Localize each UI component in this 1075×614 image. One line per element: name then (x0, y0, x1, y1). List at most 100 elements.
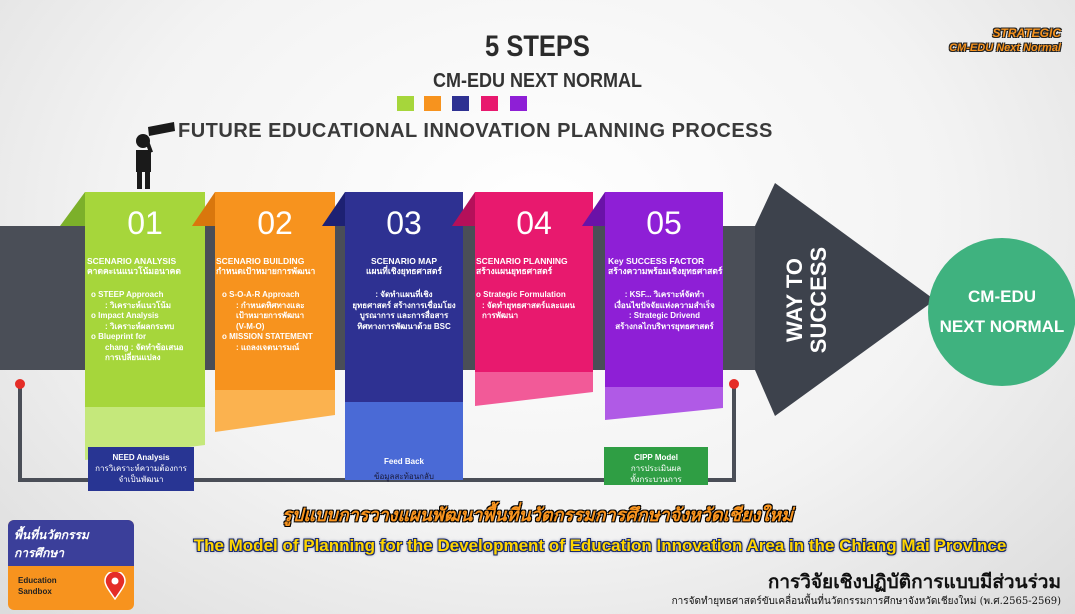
need-title: NEED Analysis (112, 453, 170, 462)
step1-content: SCENARIO ANALYSIS คาดคะเนแนวโน้มอนาคต o … (87, 256, 205, 364)
way-to-text: WAY TO (782, 258, 807, 342)
step4-subtitle: สร้างแผนยุทธศาสตร์ (476, 266, 553, 276)
step2-line: o S-O-A-R Approach (222, 290, 300, 299)
step4-line: o Strategic Formulation (476, 290, 566, 299)
step3-line: : จัดทำแผนที่เชิง (375, 290, 433, 299)
step5-title: Key SUCCESS FACTOR (608, 256, 705, 266)
logo-line3: Education (18, 576, 57, 585)
step2-line: : กำหนดทิศทางและ (236, 300, 305, 310)
step5-panel (605, 192, 723, 387)
step3-tail (345, 402, 463, 480)
step5-line: : Strategic Drivend (628, 311, 701, 320)
cipp-text: CIPP Model การประเมินผล ทั้งกระบวนการ (604, 452, 708, 485)
goal-line1: CM-EDU (968, 287, 1036, 306)
step5-line: เงื่อนไขปัจจัยแห่งความสำเร็จ (614, 300, 715, 310)
research-subtitle: การจัดทำยุทธศาสตร์ขับเคลื่อนพื้นที่นวัตก… (671, 596, 1061, 607)
education-sandbox-logo: พื้นที่นวัตกรรม การศึกษา Education Sandb… (8, 520, 134, 610)
step5-tail (605, 387, 723, 420)
feedback-title: Feed Back (383, 457, 425, 466)
feedback-line2: ข้อมูลสะท้อนกลับ (374, 472, 434, 481)
step4-title: SCENARIO PLANNING (476, 256, 568, 266)
step2-fold (192, 192, 215, 226)
step4-content: SCENARIO PLANNING สร้างแผนยุทธศาสตร์ o S… (476, 256, 593, 322)
step4-number: 04 (516, 205, 552, 241)
way-to-success-label: WAY TO SUCCESS (782, 245, 831, 355)
corner-label-bottom: CM-EDU Next Normal (949, 42, 1061, 54)
step2-line: (V-M-O) (236, 321, 265, 331)
location-pin-icon (104, 572, 126, 600)
step5-line: สร้างกลไกบริหารยุทธศาสตร์ (615, 321, 714, 331)
step5-content: Key SUCCESS FACTOR สร้างความพร้อมเชิงยุท… (606, 256, 723, 332)
step2-line: o MISSION STATEMENT (222, 332, 313, 341)
step1-subtitle: คาดคะเนแนวโน้มอนาคต (87, 266, 181, 276)
loop-dot-left (15, 379, 25, 389)
thai-model-title: รูปแบบการวางแผนพัฒนาพื้นที่นวัตกรรมการศึ… (282, 505, 793, 525)
logo-line2: การศึกษา (14, 546, 64, 560)
step2-line: เป้าหมายการพัฒนา (236, 311, 305, 320)
step1-line: chang : จัดทำข้อเสนอ (105, 342, 184, 352)
step4-line: : จัดทำยุทธศาสตร์และแผน (482, 300, 575, 310)
goal-line2: NEXT NORMAL (939, 317, 1065, 336)
goal-label: CM-EDU NEXT NORMAL (935, 282, 1069, 342)
step2-title: SCENARIO BUILDING (216, 256, 305, 266)
main-title: 5 STEPS (485, 30, 590, 63)
need-line2: การวิเคราะห์ความต้องการ (95, 464, 187, 473)
step2-tail (215, 390, 335, 432)
step1-line: o Impact Analysis (91, 311, 159, 320)
need-line3: จำเป็นพัฒนา (118, 475, 164, 484)
step3-title: SCENARIO MAP (370, 256, 438, 266)
cipp-line3: ทั้งกระบวนการ (630, 475, 682, 484)
loop-dot-right (729, 379, 739, 389)
swatch-purple (510, 96, 527, 111)
research-title: การวิจัยเชิงปฏิบัติการแบบมีส่วนร่วม (767, 571, 1061, 593)
step3-content: SCENARIO MAP แผนที่เชิงยุทธศาสตร์ : จัดท… (346, 256, 462, 332)
step4-panel (475, 192, 593, 372)
process-title: FUTURE EDUCATIONAL INNOVATION PLANNING P… (178, 120, 773, 142)
success-text: SUCCESS (806, 246, 831, 354)
step1-line: o STEEP Approach (91, 290, 164, 299)
step3-panel (345, 192, 463, 402)
cipp-title: CIPP Model (634, 453, 678, 462)
swatch-blue (452, 96, 469, 111)
step2-line: : แถลงเจตนารมณ์ (236, 342, 300, 352)
step1-line: o Blueprint for (91, 332, 147, 341)
step2-content: SCENARIO BUILDING กำหนดเป้าหมายการพัฒนา … (216, 256, 334, 353)
step3-subtitle: แผนที่เชิงยุทธศาสตร์ (366, 266, 442, 276)
step2-number: 02 (257, 205, 293, 241)
step1-line: : วิเคราะห์ผลกระทบ (105, 321, 175, 331)
step5-fold (582, 192, 605, 226)
feedback-text: Feed Back ข้อมูลสะท้อนกลับ (345, 456, 463, 482)
step1-number: 01 (127, 205, 163, 241)
logo-line4: Sandbox (18, 587, 52, 596)
step3-line: ยุทธศาสตร์ สร้างการเชื่อมโยง (352, 300, 456, 310)
way-arrow (755, 183, 935, 416)
need-analysis-text: NEED Analysis การวิเคราะห์ความต้องการ จำ… (88, 452, 194, 485)
swatch-pink (481, 96, 498, 111)
step1-tail (85, 407, 205, 460)
step3-line: ทิศทางการพัฒนาด้วย BSC (357, 321, 451, 331)
step5-line: : KSF... วิเคราะห์จัดทำ (624, 290, 705, 299)
businessman-telescope-icon (136, 122, 175, 189)
step3-fold (322, 192, 345, 226)
step1-title: SCENARIO ANALYSIS (87, 256, 177, 266)
step1-line: : วิเคราะห์แนวโน้ม (105, 300, 171, 310)
step3-line: บูรณาการ และการสื่อสาร (359, 311, 449, 320)
goal-circle (928, 238, 1075, 386)
step5-number: 05 (646, 205, 682, 241)
main-subtitle: CM-EDU NEXT NORMAL (433, 70, 642, 92)
step2-panel (215, 192, 335, 390)
step4-fold (452, 192, 475, 226)
cipp-box (604, 447, 708, 485)
step1-fold (60, 192, 85, 226)
swatch-green (397, 96, 414, 111)
step2-subtitle: กำหนดเป้าหมายการพัฒนา (216, 266, 316, 276)
swatch-orange (424, 96, 441, 111)
step1-line: การเปลี่ยนแปลง (105, 353, 161, 362)
cipp-line2: การประเมินผล (630, 464, 682, 473)
step4-tail (475, 372, 593, 406)
step4-line: การพัฒนา (482, 311, 519, 320)
corner-label-top: STRATEGIC (992, 26, 1061, 40)
logo-line1: พื้นที่นวัตกรรม (14, 528, 89, 542)
